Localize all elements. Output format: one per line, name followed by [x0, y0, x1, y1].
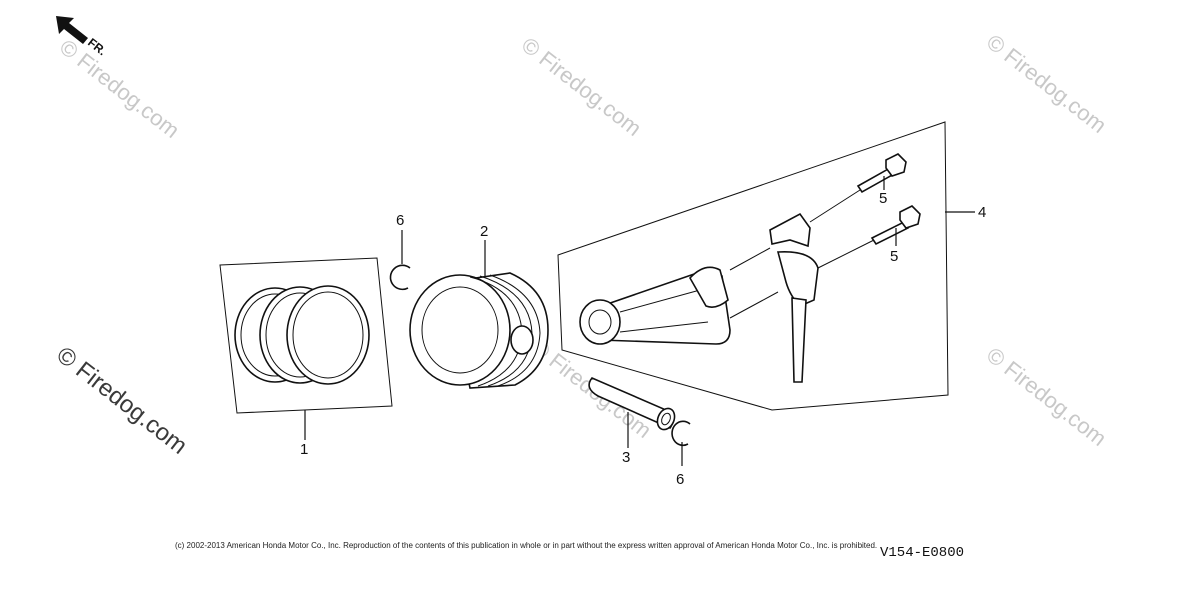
watermark-mid-right: © Firedog.com: [982, 342, 1111, 451]
piston: 2: [409, 223, 549, 389]
callout-6-upper: 6: [396, 212, 404, 229]
piston-pin-boss: [510, 325, 534, 355]
rod-bolt-upper: 5: [856, 153, 907, 207]
piston-pin: 3: [588, 377, 676, 466]
watermark-top-right: © Firedog.com: [982, 29, 1111, 138]
rod-bolt-lower: 5: [870, 205, 921, 265]
piston-pin-end: [656, 407, 676, 431]
pin-clip-lower-shape: [671, 420, 691, 447]
piston-pin-bore: [661, 412, 671, 426]
piston-ring-3: [286, 285, 370, 385]
connecting-rod-small-end: [579, 299, 621, 345]
piston-ring-set: 1: [219, 257, 393, 458]
callout-1: 1: [300, 441, 308, 458]
rod-bolt-upper-head: [885, 153, 907, 177]
assembly-line-4: [729, 291, 779, 319]
callout-6-lower: 6: [676, 471, 684, 488]
piston-pin-clip-upper: 6: [389, 212, 411, 291]
callout-5-lower: 5: [890, 248, 898, 265]
piston-crown: [409, 274, 511, 386]
piston-pin-clip-lower: 6: [671, 420, 691, 488]
callout-4: 4: [978, 204, 986, 221]
piston-ring-3-inner: [292, 291, 364, 379]
connecting-rod-big-end: [689, 266, 729, 308]
connecting-rod-cap-lower: [776, 251, 819, 307]
connecting-rod-frame: [557, 121, 949, 411]
watermark-group: © Firedog.com © Firedog.com © Firedog.co…: [51, 29, 1111, 460]
connecting-rod-cap: [769, 212, 811, 248]
callout-3: 3: [622, 449, 630, 466]
connecting-rod-web: [619, 289, 709, 333]
piston-ring-frame: [219, 257, 393, 414]
callout-5-upper: 5: [879, 190, 887, 207]
watermark-top-left: © Firedog.com: [55, 34, 184, 143]
connecting-rod-small-bore: [588, 309, 612, 335]
piston-ring-groove-3: [489, 274, 541, 387]
diagram-code: V154-E0800: [880, 545, 964, 561]
rod-bolt-lower-shank: [870, 220, 910, 246]
pin-clip-upper-shape: [389, 264, 411, 291]
assembly-line-3: [729, 247, 771, 271]
watermark-left-dark: © Firedog.com: [51, 341, 192, 459]
watermark-top-center: © Firedog.com: [517, 32, 646, 141]
oil-dipper: [791, 297, 807, 383]
connecting-rod-assy: 4 5 5: [557, 121, 986, 411]
rod-bolt-lower-head: [899, 205, 921, 229]
callout-2: 2: [480, 223, 488, 240]
front-arrow-icon: [56, 16, 88, 44]
assembly-line-2: [817, 239, 875, 269]
assembly-line-1: [809, 189, 861, 223]
copyright-notice: (c) 2002-2013 American Honda Motor Co., …: [175, 541, 877, 550]
piston-crown-inner: [421, 286, 499, 374]
